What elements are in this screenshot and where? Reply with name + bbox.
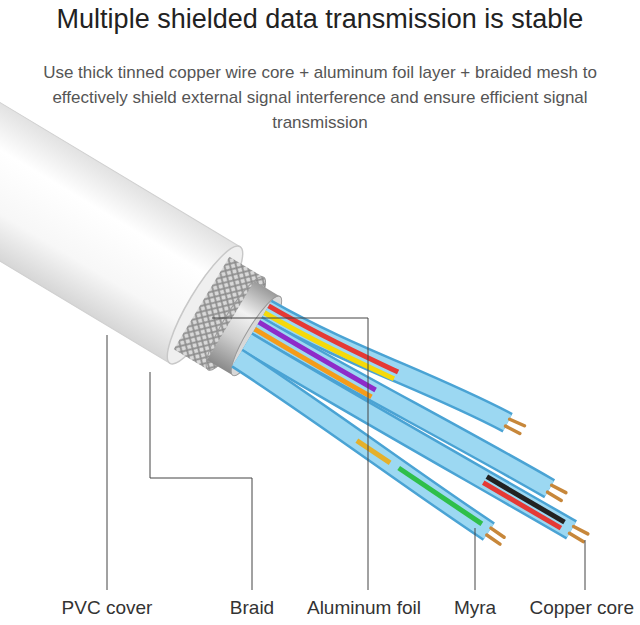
leader-line — [475, 528, 476, 590]
page-title: Multiple shielded data transmission is s… — [0, 4, 640, 35]
cable-body — [0, 77, 622, 593]
part-label: Copper core — [527, 597, 636, 619]
leader-line — [107, 335, 108, 590]
leader-line — [150, 372, 252, 590]
leader-line — [585, 540, 586, 590]
twisted-pair — [225, 358, 513, 544]
part-label: Myra — [452, 597, 498, 619]
part-label: Aluminum foil — [305, 597, 423, 619]
leader-line — [212, 318, 368, 590]
leader-lines — [107, 318, 585, 590]
part-label: Braid — [228, 597, 276, 619]
subtitle: Use thick tinned copper wire core + alum… — [16, 60, 624, 135]
part-label: PVC cover — [60, 597, 155, 619]
twisted-pair — [247, 332, 588, 543]
